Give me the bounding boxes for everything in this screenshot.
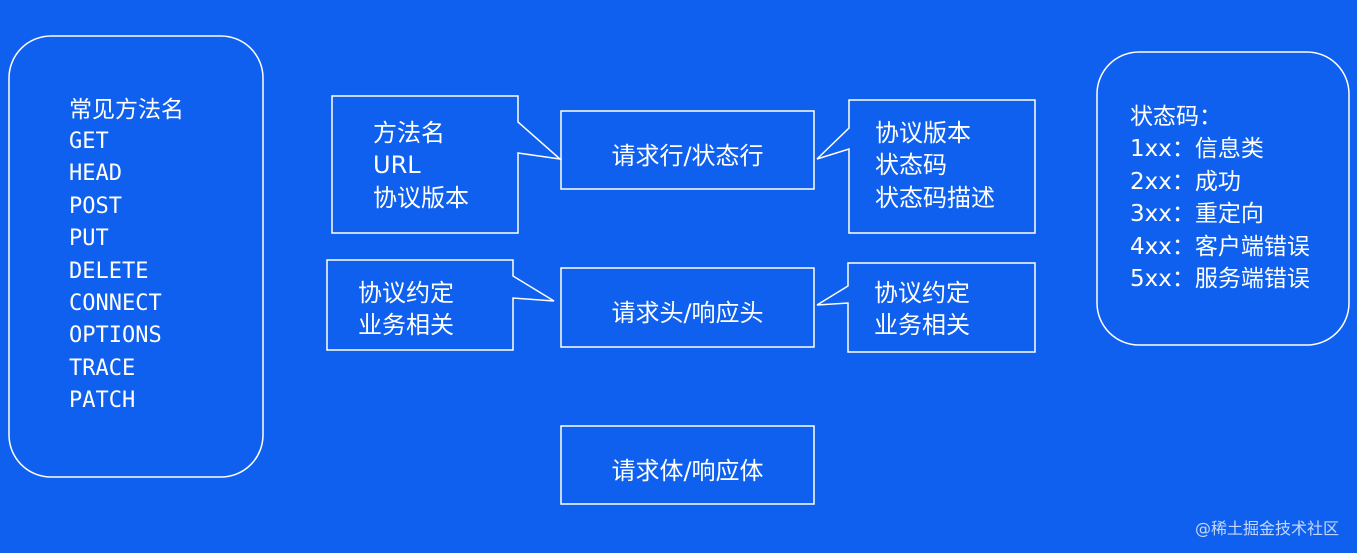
watermark: @稀土掘金技术社区 [1194, 519, 1339, 538]
request-line-box [560, 110, 815, 190]
status-line-callout-item: 状态码 [875, 151, 947, 179]
request-body-label: 请求体/响应体 [611, 457, 764, 485]
method-item: POST [69, 194, 122, 219]
method-item: PUT [69, 226, 109, 251]
status-codes-title: 状态码： [1130, 104, 1222, 130]
request-line-callout-item: 协议版本 [373, 184, 469, 212]
method-item: PATCH [69, 388, 136, 413]
method-item: DELETE [69, 259, 149, 284]
request-header-callout-item: 业务相关 [358, 311, 454, 339]
request-body-box [560, 425, 815, 505]
response-header-callout-item: 协议约定 [874, 279, 970, 307]
status-code-item: 2xx：成功 [1130, 169, 1241, 195]
status-code-item: 1xx：信息类 [1130, 136, 1264, 162]
request-header-callout [326, 259, 555, 351]
methods-panel [8, 35, 264, 478]
request-line-callout-item: 方法名 [373, 119, 445, 147]
method-item: OPTIONS [69, 323, 162, 348]
request-line-callout [331, 95, 563, 234]
request-header-label: 请求头/响应头 [611, 299, 764, 327]
status-code-item: 4xx：客户端错误 [1130, 234, 1310, 260]
status-line-callout-item: 协议版本 [875, 119, 971, 147]
method-item: TRACE [69, 356, 136, 381]
method-item: CONNECT [69, 291, 162, 316]
status-code-item: 5xx：服务端错误 [1130, 266, 1310, 292]
status-codes-panel [1096, 51, 1350, 346]
request-header-box [560, 267, 815, 348]
request-header-callout-item: 协议约定 [358, 279, 454, 307]
methods-title: 常见方法名 [69, 97, 184, 123]
status-line-callout [816, 99, 1036, 234]
response-header-callout-item: 业务相关 [874, 311, 970, 339]
response-header-callout [816, 262, 1036, 353]
status-code-item: 3xx：重定向 [1130, 201, 1264, 227]
method-item: GET [69, 129, 109, 154]
request-line-label: 请求行/状态行 [611, 142, 764, 170]
status-line-callout-item: 状态码描述 [875, 184, 995, 212]
request-line-callout-item: URL [373, 151, 421, 179]
method-item: HEAD [69, 161, 122, 186]
